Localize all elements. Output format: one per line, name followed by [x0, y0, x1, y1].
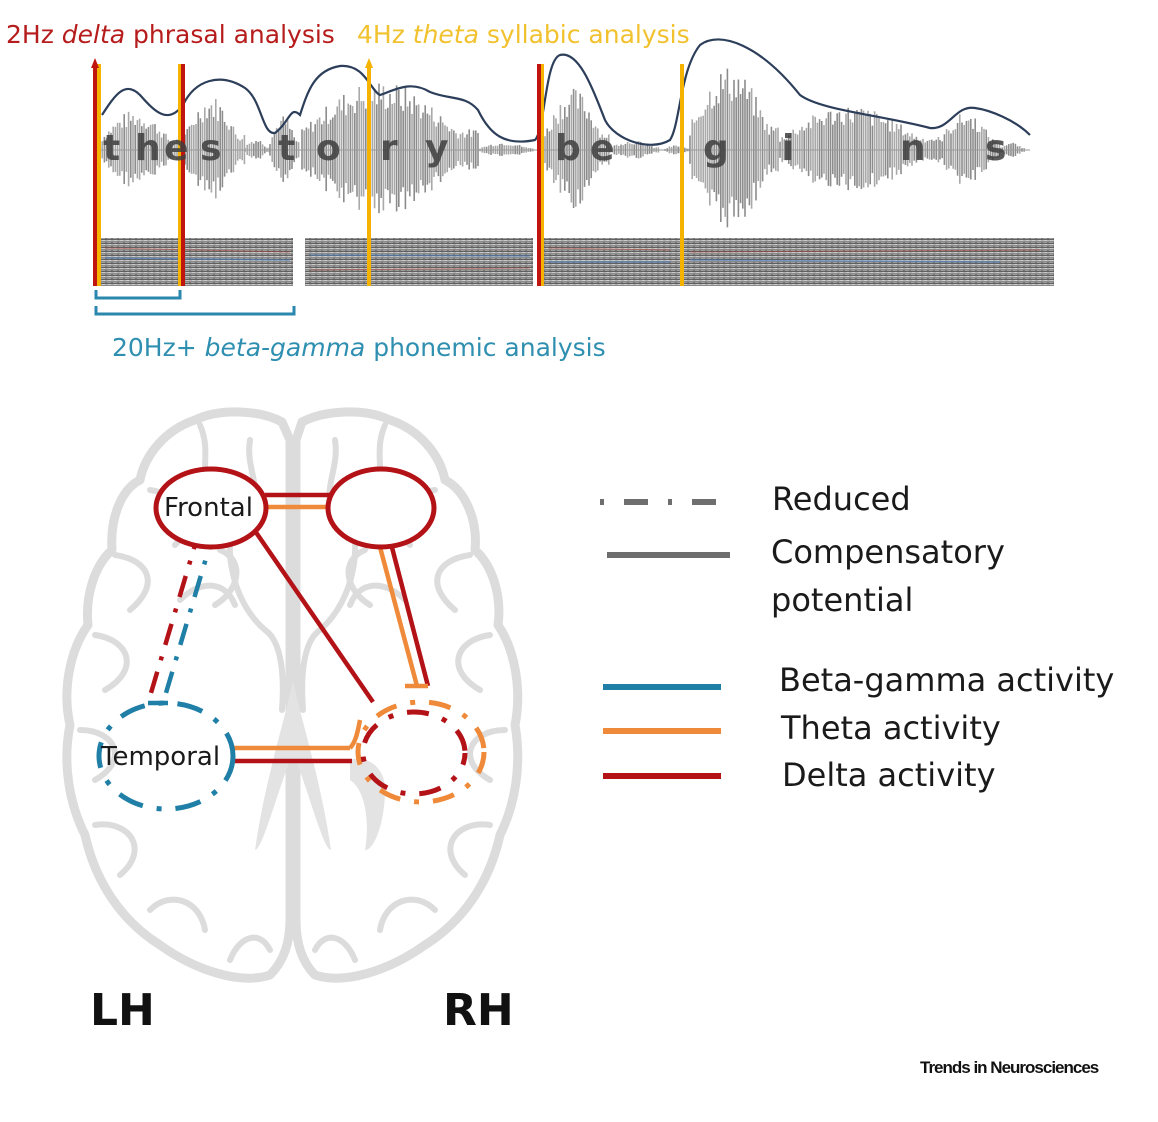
phoneme-letter: i — [782, 128, 795, 169]
connection-lfrontal-ltemporal-delta — [145, 527, 203, 704]
brain-diagram — [62, 407, 523, 983]
spectrogram-segment — [98, 238, 293, 286]
connection-lfrontal-rtemporal-delta — [251, 526, 375, 704]
left-frontal-region — [153, 466, 269, 550]
ventricles — [255, 680, 331, 850]
theta-title-italic: theta — [412, 20, 479, 49]
theta-marker-line — [367, 64, 371, 286]
legend-reduced-label: Reduced — [772, 480, 911, 518]
ventricle-horn — [350, 758, 385, 850]
phoneme-letter: o — [316, 128, 341, 169]
phoneme-letter: h — [135, 128, 161, 169]
spectrogram-segment — [305, 238, 533, 286]
delta-marker-line — [181, 64, 185, 286]
delta-marker-line — [93, 64, 97, 286]
legend-swatches — [600, 499, 730, 779]
right-hemisphere-outline — [291, 407, 523, 983]
beta-gamma-title: 20Hz+ beta-gamma phonemic analysis — [112, 333, 606, 362]
delta-title: 2Hz delta phrasal analysis — [6, 20, 335, 49]
right-frontal-region — [325, 466, 437, 550]
connection-rfrontal-rtemporal-delta — [385, 531, 431, 687]
delta-title-suffix: phrasal analysis — [125, 20, 335, 49]
speech-waveform — [99, 68, 1030, 228]
connections — [145, 492, 431, 764]
journal-credit: Trends in Neurosciences — [920, 1058, 1099, 1077]
right-temporal-region-theta — [355, 699, 487, 805]
legend-delta-label: Delta activity — [782, 756, 996, 794]
beta-title-italic: beta-gamma — [204, 333, 366, 362]
amplitude-envelope — [101, 38, 1031, 146]
phoneme-letter: e — [590, 128, 615, 169]
frontal-label: Frontal — [164, 493, 253, 523]
beta-gamma-bracket-short — [94, 290, 182, 300]
delta-title-prefix: 2Hz — [6, 20, 62, 49]
spectrogram-formant-line — [104, 254, 1001, 263]
legend-compensatory-label-line1: Compensatory — [771, 533, 1005, 571]
right-hemisphere-label: RH — [443, 985, 514, 1036]
brain-outline — [62, 407, 523, 983]
delta-marker-arrow-icon — [91, 58, 99, 68]
phoneme-letter: t — [103, 128, 121, 169]
delta-marker-line — [537, 64, 541, 286]
beta-title-prefix: 20Hz+ — [112, 333, 205, 362]
phoneme-letter: t — [278, 128, 296, 169]
theta-marker-arrow-icon — [365, 58, 373, 68]
legend-beta-gamma-label: Beta-gamma activity — [779, 661, 1115, 699]
phoneme-letter: e — [164, 128, 189, 169]
theta-marker-line — [680, 64, 684, 286]
connection-stub — [348, 719, 363, 750]
left-hemisphere-outline — [62, 407, 295, 983]
phoneme-letter: s — [985, 128, 1007, 169]
theta-title: 4Hz theta syllabic analysis — [357, 20, 690, 49]
spectrogram-formant-line — [104, 247, 1041, 271]
left-hemisphere-label: LH — [90, 985, 155, 1036]
theta-marker-line — [178, 64, 181, 286]
connection-lfrontal-ltemporal-beta — [160, 527, 218, 704]
phoneme-letter: n — [900, 128, 926, 169]
right-temporal-region-delta — [360, 709, 468, 797]
connection-rfrontal-rtemporal-theta — [373, 531, 420, 687]
left-temporal-region — [96, 700, 236, 812]
theta-title-suffix: syllabic analysis — [478, 20, 690, 49]
theta-marker-line — [97, 64, 101, 286]
speech-figure — [91, 38, 1054, 316]
phoneme-letter: y — [425, 128, 449, 169]
phoneme-letter: r — [380, 128, 398, 169]
theta-marker-line — [541, 64, 544, 286]
spectrogram — [98, 238, 1054, 286]
phoneme-letter: b — [555, 128, 581, 169]
phoneme-letter: g — [703, 128, 729, 169]
temporal-label: Temporal — [101, 742, 221, 772]
theta-title-prefix: 4Hz — [357, 20, 413, 49]
legend-theta-label: Theta activity — [781, 709, 1001, 747]
beta-gamma-bracket-long — [94, 306, 296, 316]
legend-compensatory-label-line2: potential — [771, 581, 914, 619]
delta-title-italic: delta — [61, 20, 126, 49]
phoneme-letter: s — [200, 128, 222, 169]
beta-title-suffix: phonemic analysis — [365, 333, 606, 362]
marker-lines — [91, 58, 684, 286]
